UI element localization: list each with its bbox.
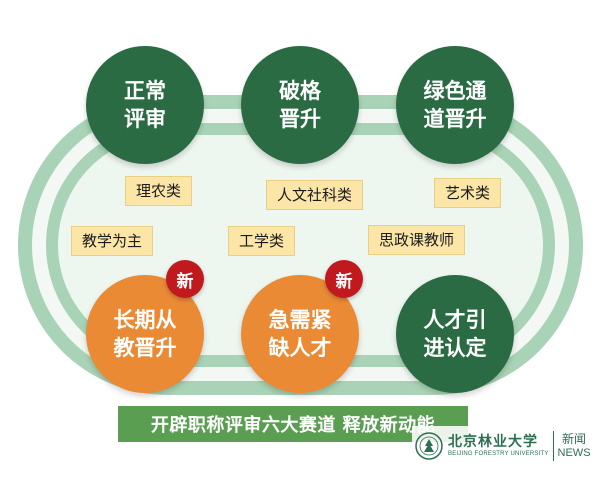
category-tag: 思政课教师: [368, 225, 466, 255]
category-tag: 人文社科类: [266, 180, 364, 210]
university-seal-icon: [415, 432, 443, 460]
circle-label-line2: 教晋升: [113, 336, 177, 360]
university-news-logo: 北京林业大学 BEIJING FORESTRY UNIVERSITY 新闻 NE…: [412, 426, 594, 466]
circle-label-line2: 缺人才: [268, 336, 332, 360]
category-tag: 教学为主: [71, 226, 154, 256]
university-name-en: BEIJING FORESTRY UNIVERSITY: [448, 451, 549, 457]
caption-banner: 开辟职称评审六大赛道 释放新动能: [118, 406, 468, 442]
logo-divider: [552, 431, 554, 461]
circle-label-line1: 绿色通: [423, 79, 487, 103]
circle-label-line1: 急需紧: [268, 308, 332, 332]
news-label-en: NEWS: [557, 447, 591, 459]
circle-label-line2: 道晋升: [423, 107, 487, 131]
circle-talent-introduction: 人才引 进认定: [396, 275, 514, 393]
circle-green-channel-promotion: 绿色通 道晋升: [396, 46, 514, 164]
new-badge: 新: [166, 260, 204, 298]
circle-regular-review: 正常 评审: [86, 46, 204, 164]
circle-label-line1: 人才引: [423, 308, 487, 332]
new-badge: 新: [325, 260, 363, 298]
category-tag: 艺术类: [434, 178, 502, 208]
university-name: 北京林业大学: [448, 434, 538, 450]
circle-label-line2: 晋升: [279, 107, 321, 131]
circle-breakthrough-promotion: 破格 晋升: [241, 46, 359, 164]
category-tag: 工学类: [228, 226, 296, 256]
category-tag: 理农类: [125, 176, 193, 206]
circle-label-line2: 评审: [124, 107, 166, 131]
circle-label-line1: 正常: [124, 79, 166, 103]
circle-label-line2: 进认定: [423, 336, 487, 360]
news-label: 新闻: [562, 432, 587, 446]
circle-label-line1: 破格: [279, 79, 321, 103]
circle-label-line1: 长期从: [113, 308, 177, 332]
circle-long-term-teaching-promotion: 长期从 教晋升: [86, 275, 204, 393]
